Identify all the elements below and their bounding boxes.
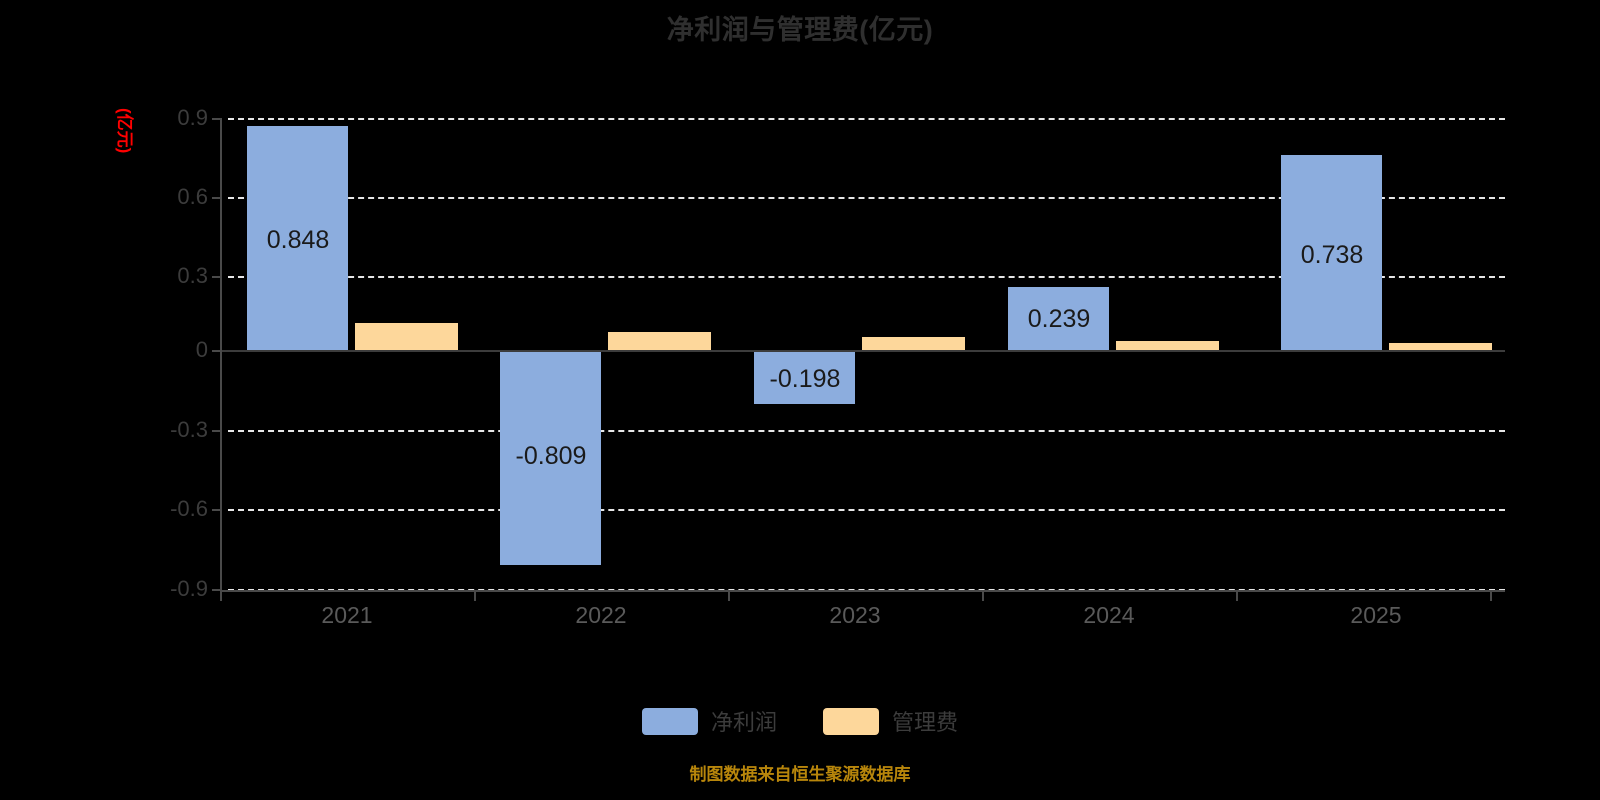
page-title: 净利润与管理费(亿元)	[666, 15, 934, 45]
x-tick-mark-2025	[1236, 592, 1238, 601]
y-axis-line	[220, 118, 222, 591]
y-tick-mark--0.3	[212, 430, 222, 432]
x-tick-mark-2023	[728, 592, 730, 601]
y-tick-label-3: 0	[195, 337, 208, 362]
bar-admin-expense-2025[interactable]	[1389, 343, 1492, 350]
bar-label-net-profit-2022: -0.809	[515, 442, 587, 470]
x-tick-mark-2024	[982, 592, 984, 601]
y-tick-label-4: -0.3	[170, 417, 208, 442]
bar-admin-expense-2021[interactable]	[355, 323, 458, 350]
zero-baseline	[220, 350, 1505, 352]
y-tick-mark-0	[212, 350, 222, 352]
bar-net-profit-2025[interactable]	[1281, 155, 1382, 350]
x-tick-label-2023: 2023	[829, 602, 881, 628]
y-tick-label-6: -0.9	[170, 576, 208, 601]
bar-label-net-profit-2023: -0.198	[769, 365, 841, 393]
y-tick-mark--0.9	[212, 589, 222, 591]
y-tick-mark-0.6	[212, 197, 222, 199]
x-tick-label-2024: 2024	[1083, 602, 1135, 628]
x-tick-mark-2021	[220, 592, 222, 601]
legend-label-net-profit: 净利润	[710, 710, 777, 735]
x-tick-label-2022: 2022	[575, 602, 627, 628]
legend-swatch-net-profit-icon	[641, 707, 698, 735]
bar-label-net-profit-2025: 0.738	[1300, 241, 1364, 269]
y-tick-mark-0.3	[212, 276, 222, 278]
bar-label-net-profit-2021: 0.848	[266, 226, 330, 254]
y-tick-label-1: 0.6	[177, 184, 208, 209]
gridline-0.3	[228, 276, 1505, 278]
bar-admin-expense-2024[interactable]	[1116, 341, 1219, 350]
source-watermark: 制图数据来自恒生聚源数据库	[689, 765, 911, 784]
bar-net-profit-2022[interactable]	[500, 352, 601, 565]
gridline--0.6	[228, 509, 1505, 511]
legend-label-admin-expense: 管理费	[892, 710, 959, 735]
x-tick-label-2021: 2021	[321, 602, 373, 628]
y-tick-mark--0.6	[212, 509, 222, 511]
legend-item-admin-expense[interactable]: 管理费	[823, 705, 958, 737]
x-tick-mark-end	[1490, 592, 1492, 601]
x-tick-label-2025: 2025	[1350, 602, 1402, 628]
bar-net-profit-2023[interactable]	[754, 352, 855, 404]
gridline-0.9	[228, 118, 1505, 120]
y-tick-label-2: 0.3	[177, 263, 208, 288]
bar-label-net-profit-2024: 0.239	[1027, 305, 1091, 333]
gridline--0.3	[228, 430, 1505, 432]
gridline-0.6	[228, 197, 1505, 199]
bar-admin-expense-2022[interactable]	[608, 332, 711, 350]
chart-legend: 净利润 管理费	[0, 705, 1600, 737]
bar-net-profit-2024[interactable]	[1008, 287, 1109, 350]
legend-item-net-profit[interactable]: 净利润	[641, 705, 777, 737]
x-axis-line	[220, 590, 1505, 592]
y-tick-label-5: -0.6	[170, 496, 208, 521]
legend-swatch-admin-expense-icon	[823, 707, 879, 735]
bar-admin-expense-2023[interactable]	[862, 337, 965, 350]
y-tick-label-0: 0.9	[177, 105, 208, 130]
y-tick-mark-0.9	[212, 118, 222, 120]
x-tick-mark-2022	[474, 592, 476, 601]
bar-net-profit-2021[interactable]	[247, 126, 348, 350]
